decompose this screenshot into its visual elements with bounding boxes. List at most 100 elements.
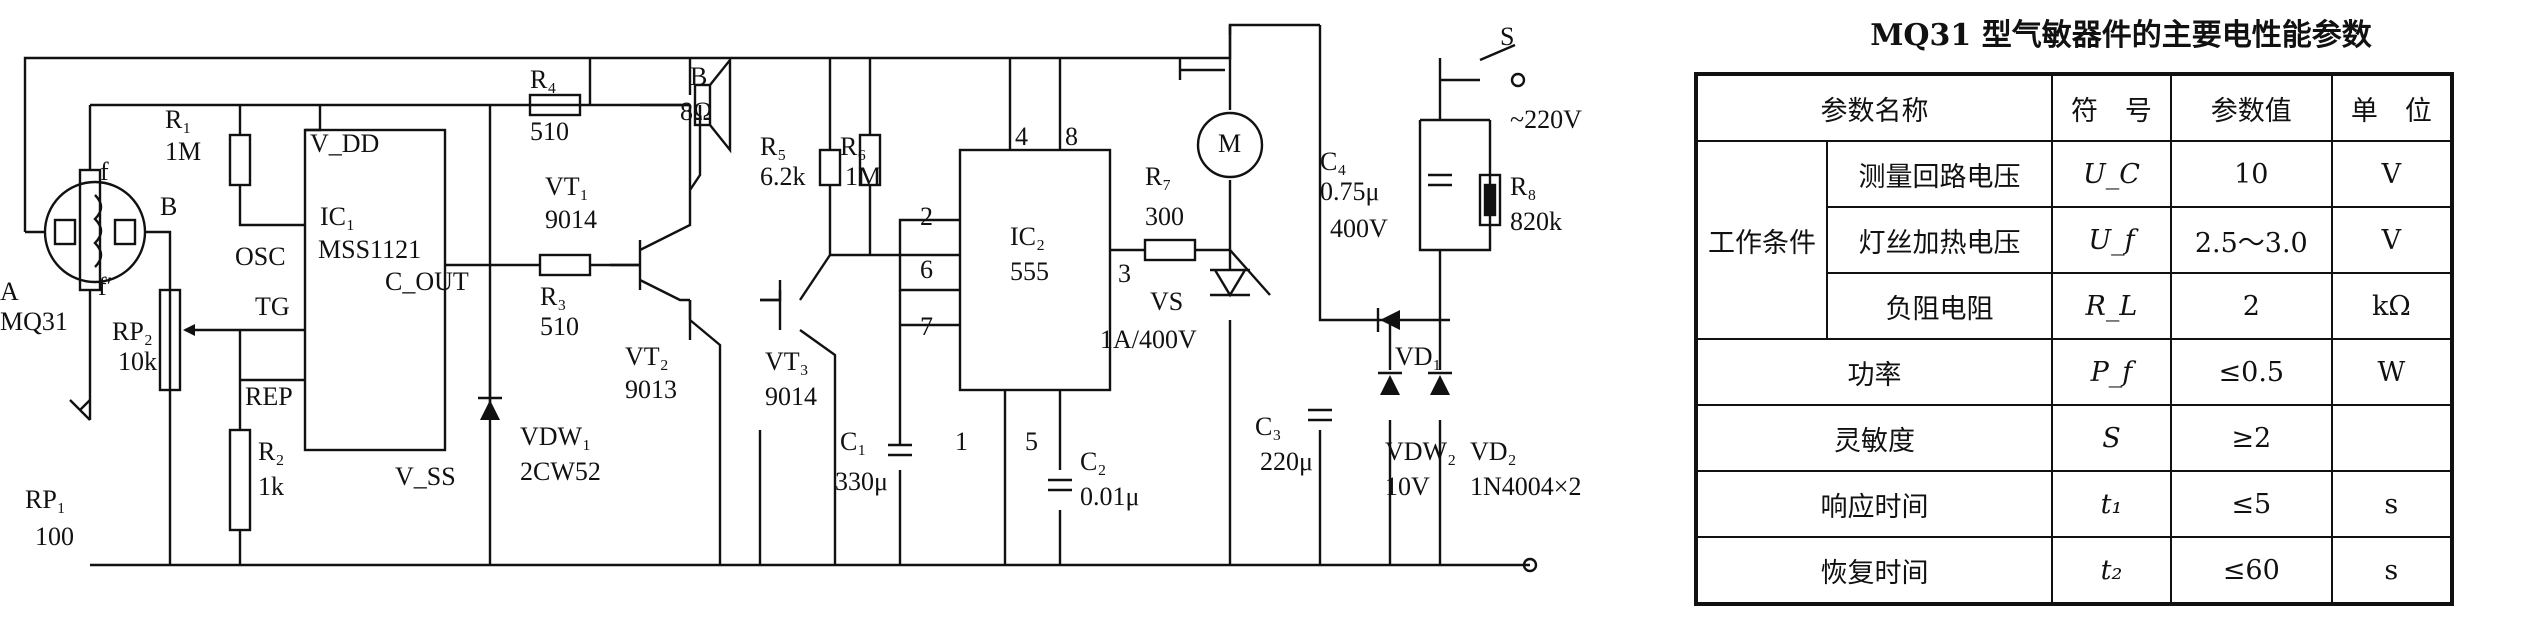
motor-icon: M (1196, 111, 1264, 179)
ic1-body (303, 128, 447, 452)
row-name: 响应时间 (1695, 470, 2053, 538)
rp1-arrow (69, 399, 91, 421)
vs-label: VS (1150, 287, 1183, 316)
vt2-part: 9013 (625, 375, 677, 404)
vdw1-part: 2CW52 (520, 457, 601, 486)
ic2-pin-2: 2 (920, 202, 933, 231)
supply-label: ~220V (1510, 105, 1582, 134)
row-unit: V (2330, 140, 2454, 208)
buzzer-label: B (690, 62, 707, 91)
row-unit: kΩ (2330, 272, 2454, 340)
r3-value: 510 (540, 312, 579, 341)
group-label: 工作条件 (1695, 140, 1828, 340)
ic2-pin-8: 8 (1065, 122, 1078, 151)
resistors (78, 93, 1502, 532)
row-name: 测量回路电压 (1826, 140, 2053, 208)
ic2-pin-7: 7 (920, 312, 933, 341)
vt1-label: VT₁ (545, 172, 589, 201)
parameter-table: 参数名称 符 号 参数值 单 位 工作条件 测量回路电压 U_C 10 V 灯丝… (1694, 72, 2454, 606)
c4-value: 0.75μ (1320, 177, 1379, 206)
c2-value: 0.01μ (1080, 482, 1139, 511)
ic2-pin-3: 3 (1118, 259, 1131, 288)
rp2-wiper (183, 324, 195, 336)
rp1-body (78, 168, 102, 292)
r5-label: R₅ (760, 132, 786, 161)
ic1-vdd: V_DD (310, 129, 379, 158)
row-symbol: U_C (2050, 140, 2172, 208)
gas-sensor (43, 180, 147, 284)
vs-rating: 1A/400V (1100, 325, 1197, 354)
r8-value: 820k (1510, 207, 1562, 236)
ic1-osc: OSC (235, 242, 286, 271)
r1-label: R₁ (165, 105, 191, 134)
rp1-value: 100 (35, 522, 74, 551)
header-param-name: 参数名称 (1695, 73, 2053, 142)
table-row: 灯丝加热电压 U_f 2.5～3.0 V (1696, 206, 2454, 274)
table-row: 工作条件 测量回路电压 U_C 10 V (1695, 140, 2454, 340)
ic1-vss: V_SS (395, 462, 456, 491)
sensor-pin-b: B (160, 192, 177, 221)
table-row: 响应时间 t₁ ≤5 s (1695, 470, 2454, 538)
circuit-schematic: M A MQ31 f f′ B RP₁ 100 RP₂ 10k R₁ 1M R₂… (0, 22, 1582, 573)
ic2-part: 555 (1010, 257, 1049, 286)
ic1-label: IC₁ (320, 202, 355, 231)
row-value: ≤0.5 (2169, 338, 2333, 406)
vd1-label: VD₁ (1395, 342, 1442, 371)
capacitors (888, 173, 1452, 492)
row-name: 负阻电阻 (1826, 272, 2053, 340)
table-row: 灵敏度 S ≥2 (1695, 404, 2454, 472)
sensor-pin-f2: f′ (98, 272, 112, 301)
row-symbol: R_L (2050, 272, 2172, 340)
row-unit: s (2330, 536, 2454, 605)
row-symbol: U_f (2050, 206, 2172, 274)
header-symbol: 符 号 (2050, 73, 2172, 142)
ground-terminal (1522, 557, 1538, 573)
r4-value: 510 (530, 117, 569, 146)
triac-icon (1210, 268, 1250, 298)
c3-value: 220μ (1260, 447, 1313, 476)
ic1-tg: TG (255, 292, 290, 321)
ic1-cout: C_OUT (385, 267, 469, 296)
sensor-pin-f: f (100, 157, 109, 186)
sensor-pin-a: A (0, 277, 19, 306)
row-value: 10 (2169, 140, 2333, 208)
ic2-pin-1: 1 (955, 427, 968, 456)
ic1-rep: REP (245, 382, 293, 411)
wires (23, 23, 1530, 567)
row-unit (2330, 404, 2454, 472)
row-value: ≤5 (2169, 470, 2333, 538)
c4-label: C₄ (1320, 147, 1346, 176)
buzzer-icon (693, 56, 732, 154)
row-name: 灯丝加热电压 (1826, 206, 2053, 274)
c3-label: C₃ (1255, 412, 1281, 441)
switch-terminal (1510, 72, 1526, 88)
transistors (610, 240, 782, 340)
c1-label: C₁ (840, 427, 866, 456)
row-value: ≤60 (2169, 536, 2333, 605)
vdw2-value: 10V (1385, 472, 1430, 501)
ic2-pin-5: 5 (1025, 427, 1038, 456)
vt2-label: VT₂ (625, 342, 669, 371)
row-unit: W (2330, 338, 2454, 406)
r4-label: R₄ (530, 65, 556, 94)
r5-value: 6.2k (760, 162, 806, 191)
schematic-labels: A MQ31 f f′ B RP₁ 100 RP₂ 10k R₁ 1M R₂ 1… (0, 22, 1582, 551)
row-symbol: S (2050, 404, 2172, 472)
row-name: 恢复时间 (1695, 536, 2053, 605)
r6-value: 1M (845, 162, 881, 191)
vt3-part: 9014 (765, 382, 817, 411)
svg-text:M: M (1218, 129, 1241, 158)
r7-label: R₇ (1145, 162, 1171, 191)
rp1-label: RP₁ (25, 485, 66, 514)
r2-label: R₂ (258, 437, 284, 466)
row-unit: V (2330, 206, 2454, 274)
r8-label: R₈ (1510, 172, 1536, 201)
row-symbol: t₂ (2050, 536, 2172, 605)
c1-value: 330μ (835, 467, 888, 496)
r3-label: R₃ (540, 282, 566, 311)
c4-voltage: 400V (1330, 214, 1388, 243)
table-row: 恢复时间 t₂ ≤60 s (1695, 536, 2454, 605)
vt1-part: 9014 (545, 205, 597, 234)
buzzer-value: 8Ω (680, 97, 712, 126)
row-value: ≥2 (2169, 404, 2333, 472)
